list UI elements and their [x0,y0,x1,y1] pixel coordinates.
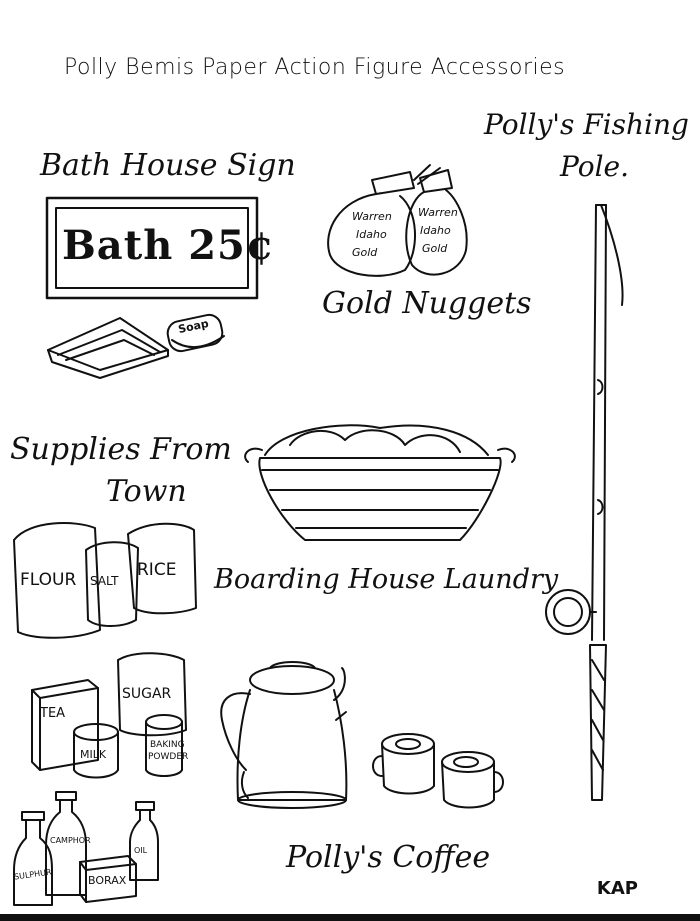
coffee-heading: Polly's Coffee [286,840,491,875]
gold-nuggets-heading: Gold Nuggets [322,286,532,321]
nugget-bag-1-line-1: Warren [352,210,392,223]
tea-box-label: TEA [40,706,66,721]
salt-sack-label: SALT [90,574,119,588]
small-bottle-label: OIL [134,846,148,855]
supply-sacks-drawing [13,522,197,639]
pantry-drawing [31,652,187,779]
coffee-pot-drawing [220,661,348,809]
camphor-bottle-label: CAMPHOR [50,836,91,845]
soap-icon [166,313,225,353]
laundry-heading: Boarding House Laundry [214,564,559,595]
fishing-pole-drawing [545,204,624,801]
baking-powder-label-line-2: POWDER [148,752,189,762]
gold-bags-drawing [327,164,468,277]
bath-sign-drawing [45,196,259,300]
artist-signature: KAP [596,878,638,899]
rice-sack-label: RICE [137,560,177,580]
supplies-heading-line-1: Supplies From [10,432,232,467]
fishing-pole-heading-line-1: Polly's Fishing [484,108,689,141]
milk-can-label: MILK [80,748,107,761]
page-title: Polly Bemis Paper Action Figure Accessor… [64,55,566,80]
nugget-bag-2-line-2: Idaho [420,224,451,237]
supplies-heading-line-2: Town [106,474,187,509]
bottom-border [0,914,700,921]
flour-sack-label: FLOUR [20,570,77,590]
borax-box-label: BORAX [88,874,127,887]
coffee-cups-drawing [372,733,504,809]
bottles-drawing [13,791,159,906]
sugar-sack-label: SUGAR [122,686,172,702]
towel-icon [47,317,169,379]
nugget-bag-2-line-3: Gold [422,242,448,255]
nugget-bag-1-line-3: Gold [352,246,378,259]
nugget-bag-1-line-2: Idaho [356,228,387,241]
laundry-basket-drawing [244,424,516,541]
bath-sign-text: Bath 25¢ [62,222,275,269]
fishing-pole-heading-line-2: Pole. [560,150,629,183]
nugget-bag-2-line-1: Warren [418,206,458,219]
bath-sign-heading: Bath House Sign [40,148,296,183]
baking-powder-label-line-1: BAKING [150,740,185,750]
